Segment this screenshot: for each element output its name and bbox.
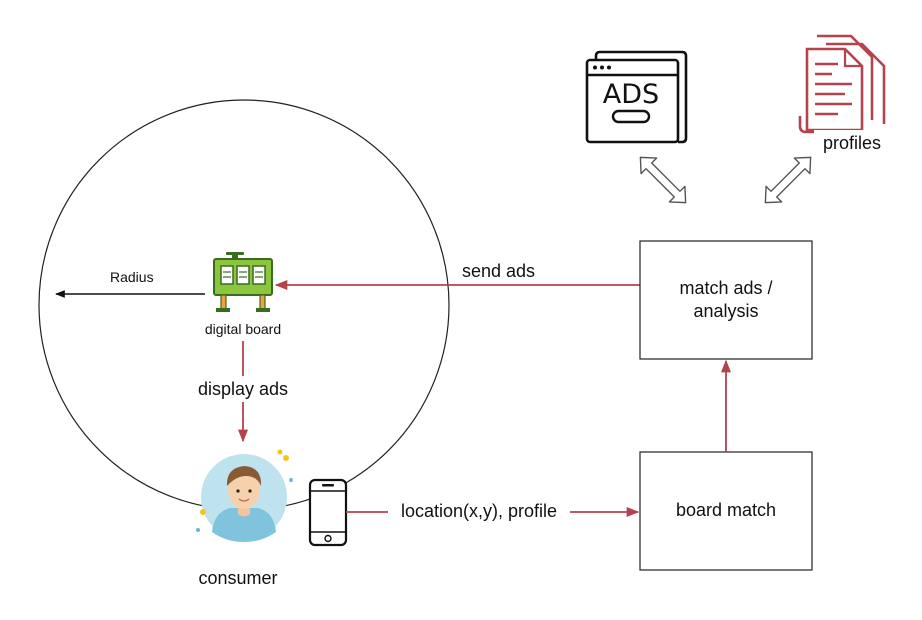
send-ads-label: send ads [462, 261, 535, 281]
ads-window-icon: ADS [585, 50, 688, 144]
match-ads-analysis-box [639, 240, 813, 360]
coverage-radius-circle [38, 99, 450, 511]
ads-analysis-double-arrow [639, 156, 687, 204]
documents-icon [798, 34, 886, 134]
profiles-label: profiles [823, 133, 881, 153]
ads-screen-text: ADS [603, 79, 659, 110]
location-profile-label: location(x,y), profile [401, 501, 557, 521]
digital-billboard-icon [213, 252, 273, 312]
radius-label: Radius [110, 269, 154, 285]
display-ads-label: display ads [198, 379, 288, 399]
board-match-box [639, 451, 813, 571]
smartphone-icon [308, 478, 348, 547]
consumer-label: consumer [198, 568, 277, 588]
digital-board-label: digital board [205, 321, 281, 337]
profiles-analysis-double-arrow [764, 156, 812, 204]
board-match-label: board match [676, 500, 776, 520]
match-ads-label-line2: analysis [693, 301, 758, 321]
user-avatar-icon [196, 449, 293, 542]
match-ads-label-line1: match ads / [679, 278, 772, 298]
